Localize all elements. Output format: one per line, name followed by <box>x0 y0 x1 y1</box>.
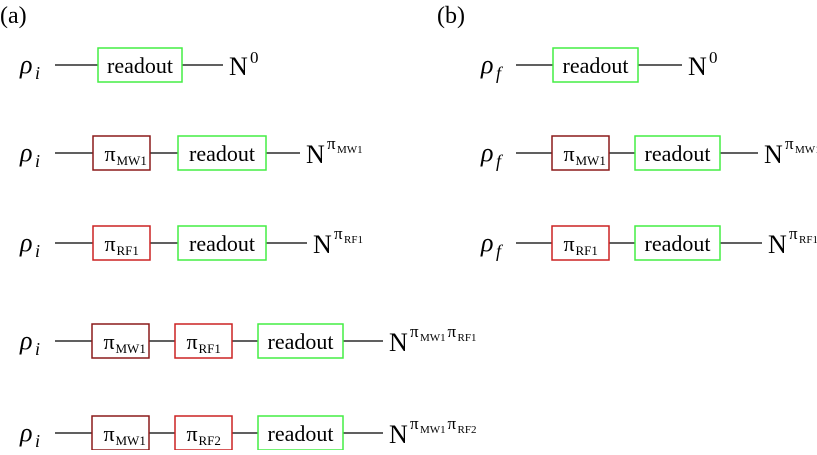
output-symbol: N <box>229 52 248 81</box>
output-sup-symbol: π <box>327 134 336 153</box>
readout-label: readout <box>645 141 711 166</box>
pi-rf-pulse-box <box>551 225 610 261</box>
pulse-symbol: π <box>104 421 115 446</box>
output-symbol: N <box>313 230 332 259</box>
output-sup-symbol: π <box>789 224 798 243</box>
state-symbol: ρ <box>19 228 32 257</box>
pulse-symbol: π <box>105 231 116 256</box>
readout-label: readout <box>563 53 629 78</box>
output-sup-symbol: π <box>410 414 419 433</box>
pulse-subscript: RF1 <box>199 341 221 356</box>
output-sup-subscript: RF1 <box>344 234 363 246</box>
readout-box <box>552 47 639 83</box>
output-sup-symbol: π <box>410 322 419 341</box>
state-subscript: i <box>35 339 40 359</box>
pulse-symbol: π <box>104 329 115 354</box>
readout-label: readout <box>107 53 173 78</box>
output-sup-symbol: π <box>448 414 457 433</box>
output-sup-subscript: RF1 <box>458 332 477 344</box>
output-sup-subscript: MW1 <box>420 424 446 436</box>
readout-box <box>257 323 344 359</box>
output-symbol: N <box>306 140 325 169</box>
readout-box <box>634 135 721 171</box>
readout-box <box>177 225 267 261</box>
output-sup-subscript: MW1 <box>795 144 817 156</box>
output-superscript: 0 <box>709 48 718 67</box>
readout-box <box>257 415 344 451</box>
state-symbol: ρ <box>480 138 493 167</box>
output-symbol: N <box>389 328 408 357</box>
state-subscript: i <box>35 431 40 450</box>
output-symbol: N <box>389 420 408 449</box>
readout-box <box>177 135 267 171</box>
readout-label: readout <box>189 231 255 256</box>
state-subscript: i <box>35 63 40 83</box>
pi-rf-pulse-box <box>92 225 151 261</box>
output-sup-subscript: MW1 <box>337 144 363 156</box>
panel-label: (b) <box>437 3 465 29</box>
readout-box <box>634 225 721 261</box>
pulse-symbol: π <box>564 141 575 166</box>
pulse-subscript: RF2 <box>199 433 221 448</box>
pi-mw-pulse-box <box>91 415 150 451</box>
pi-rf-pulse-box <box>174 323 233 359</box>
panel-label: (a) <box>0 3 27 29</box>
state-subscript: f <box>496 241 504 261</box>
output-sup-symbol: π <box>785 134 794 153</box>
output-symbol: N <box>764 140 783 169</box>
output-symbol: N <box>688 52 707 81</box>
output-symbol: N <box>768 230 787 259</box>
state-symbol: ρ <box>19 50 32 79</box>
state-subscript: i <box>35 241 40 261</box>
pulse-symbol: π <box>105 141 116 166</box>
pulse-symbol: π <box>187 421 198 446</box>
output-sup-subscript: MW1 <box>420 332 446 344</box>
state-subscript: f <box>496 63 504 83</box>
state-symbol: ρ <box>19 138 32 167</box>
readout-label: readout <box>645 231 711 256</box>
state-symbol: ρ <box>480 50 493 79</box>
state-symbol: ρ <box>19 326 32 355</box>
pulse-symbol: π <box>187 329 198 354</box>
pi-mw-pulse-box <box>551 135 610 171</box>
pulse-subscript: RF1 <box>576 243 598 258</box>
pulse-subscript: MW1 <box>576 153 606 168</box>
pulse-symbol: π <box>564 231 575 256</box>
output-sup-subscript: RF2 <box>458 424 477 436</box>
state-subscript: i <box>35 151 40 171</box>
state-symbol: ρ <box>480 228 493 257</box>
pi-rf-pulse-box <box>174 415 233 451</box>
pulse-subscript: MW1 <box>116 433 146 448</box>
pi-mw-pulse-box <box>92 135 151 171</box>
state-subscript: f <box>496 151 504 171</box>
pulse-subscript: MW1 <box>116 341 146 356</box>
readout-label: readout <box>268 421 334 446</box>
readout-label: readout <box>189 141 255 166</box>
readout-box <box>97 47 183 83</box>
output-sup-symbol: π <box>448 322 457 341</box>
output-sup-subscript: RF1 <box>799 234 817 246</box>
output-superscript: 0 <box>250 48 259 67</box>
readout-label: readout <box>268 329 334 354</box>
state-symbol: ρ <box>19 418 32 447</box>
pi-mw-pulse-box <box>91 323 150 359</box>
pulse-subscript: RF1 <box>117 243 139 258</box>
pulse-subscript: MW1 <box>117 153 147 168</box>
output-sup-symbol: π <box>334 224 343 243</box>
